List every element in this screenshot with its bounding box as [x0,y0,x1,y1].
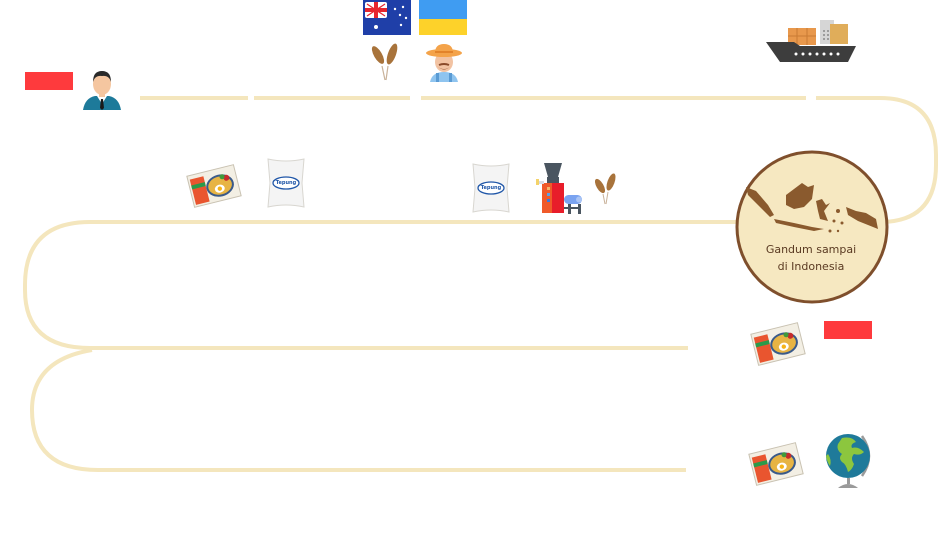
farmer-icon [424,42,464,82]
flour-bag-label: Tepung [480,185,502,191]
badge-caption-line2: di Indonesia [777,260,845,273]
path-segment-bottom [29,348,686,472]
businessman-icon [81,66,123,112]
red-label-noodle [824,321,872,339]
wheat-icon [592,170,620,206]
flour-bag-icon: Tepung [470,162,512,214]
flour-bag-label: Tepung [275,180,297,186]
path-segment-top-right-curve [816,96,938,224]
wheat-icon [368,40,404,84]
cargo-ship-icon [766,20,858,64]
noodle-pack-icon [750,320,806,368]
globe-icon [824,432,874,490]
badge-caption: Gandum sampai di Indonesia [741,241,881,275]
flour-bag-icon: Tepung [265,157,307,209]
noodle-pack-icon [186,162,242,210]
red-label-start [25,72,73,90]
australia-flag-icon [363,0,411,35]
mill-machine-icon [536,163,586,215]
path-segment-middle [23,220,740,350]
indonesia-map-icon [746,183,878,233]
noodle-pack-icon [748,440,804,488]
indonesia-badge [734,149,890,305]
ukraine-flag-icon [419,0,467,35]
badge-caption-line1: Gandum sampai [765,243,857,256]
